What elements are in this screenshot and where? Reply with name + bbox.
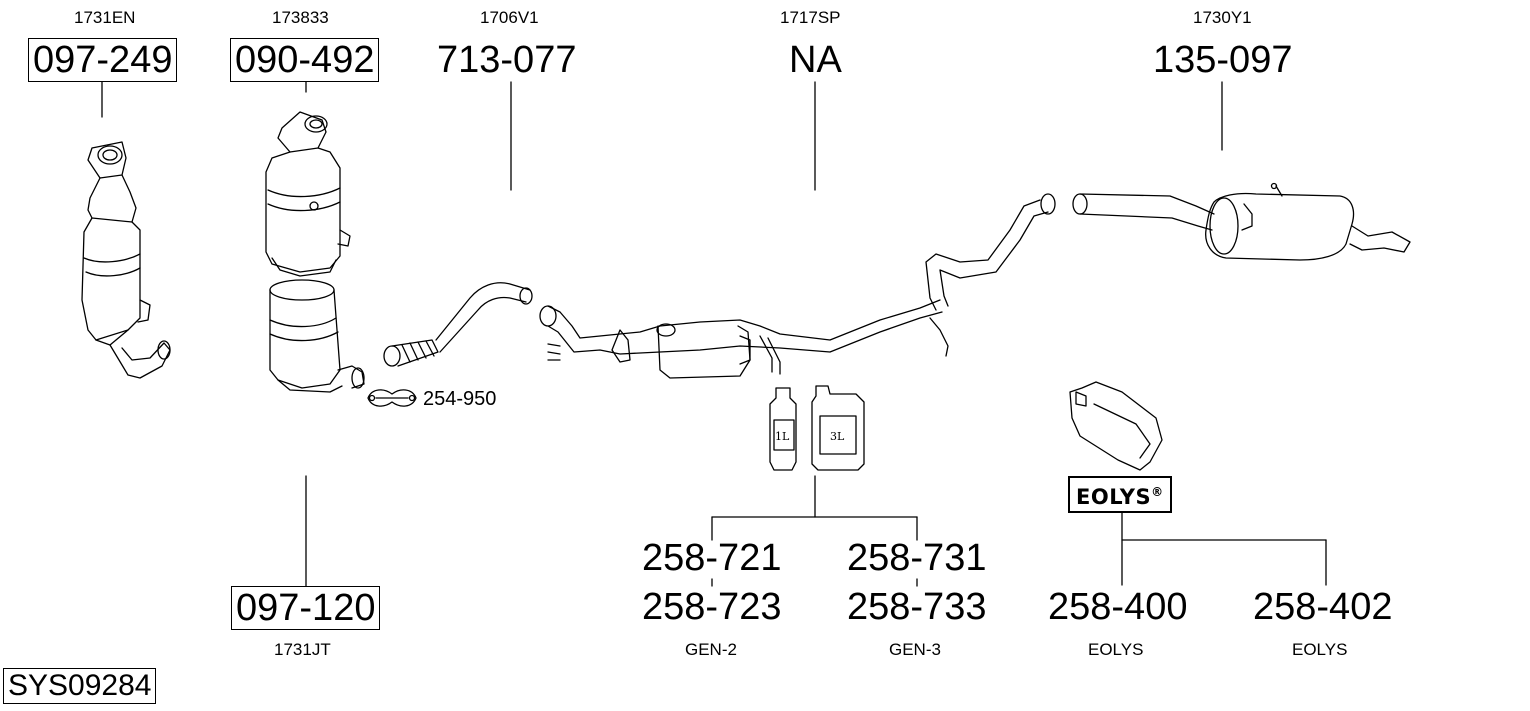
catalyst-097-249-drawing (81, 141, 171, 379)
additive-gen3-part-b[interactable]: 258-733 (847, 586, 987, 628)
additive-gen3-type: GEN-3 (889, 640, 941, 659)
additive-gen2-type: GEN-2 (685, 640, 737, 659)
eolys-registered-mark: ® (1151, 485, 1164, 499)
oem-label-6: 1731JT (274, 640, 331, 659)
part-number-4[interactable]: NA (789, 39, 842, 81)
eolys-part-2[interactable]: 258-402 (1253, 586, 1393, 628)
dpf-097-120-drawing (269, 279, 365, 393)
rear-silencer-135-097-drawing (1072, 182, 1411, 261)
eolys-type-2: EOLYS (1292, 640, 1348, 659)
can-label-3l: 3L (830, 430, 845, 443)
front-pipe-713-077-drawing (383, 282, 533, 367)
diagram-id: SYS09284 (3, 668, 157, 704)
clamp-254-950-drawing (367, 389, 417, 407)
eolys-pouch-drawing (1069, 381, 1163, 471)
eolys-type-1: EOLYS (1088, 640, 1144, 659)
part-number-5[interactable]: 135-097 (1153, 39, 1293, 81)
part-number-2[interactable]: 090-492 (230, 38, 380, 82)
additive-gen2-part-b[interactable]: 258-723 (642, 586, 782, 628)
oem-label-5: 1730Y1 (1193, 8, 1252, 27)
oem-label-2: 173833 (272, 8, 329, 27)
oem-label-4: 1717SP (780, 8, 841, 27)
eolys-part-1[interactable]: 258-400 (1048, 586, 1188, 628)
fluid-can-1l-drawing (769, 387, 797, 471)
part-number-6[interactable]: 097-120 (231, 586, 381, 630)
part-number-3[interactable]: 713-077 (437, 39, 577, 81)
additive-gen3-part-a[interactable]: 258-731 (847, 537, 987, 579)
oem-label-1: 1731EN (74, 8, 136, 27)
center-section-na-drawing (539, 193, 1056, 379)
eolys-logo-text: EOLYS (1076, 485, 1152, 509)
fluid-can-3l-drawing (811, 385, 865, 471)
clamp-part-number[interactable]: 254-950 (423, 388, 497, 410)
can-label-1l: 1L (775, 430, 790, 443)
oem-label-3: 1706V1 (480, 8, 539, 27)
leader-lines (101, 81, 1327, 588)
eolys-logo: EOLYS® (1068, 476, 1172, 513)
additive-gen2-part-a[interactable]: 258-721 (642, 537, 782, 579)
dpf-090-492-drawing (265, 111, 351, 277)
part-number-1[interactable]: 097-249 (28, 38, 178, 82)
